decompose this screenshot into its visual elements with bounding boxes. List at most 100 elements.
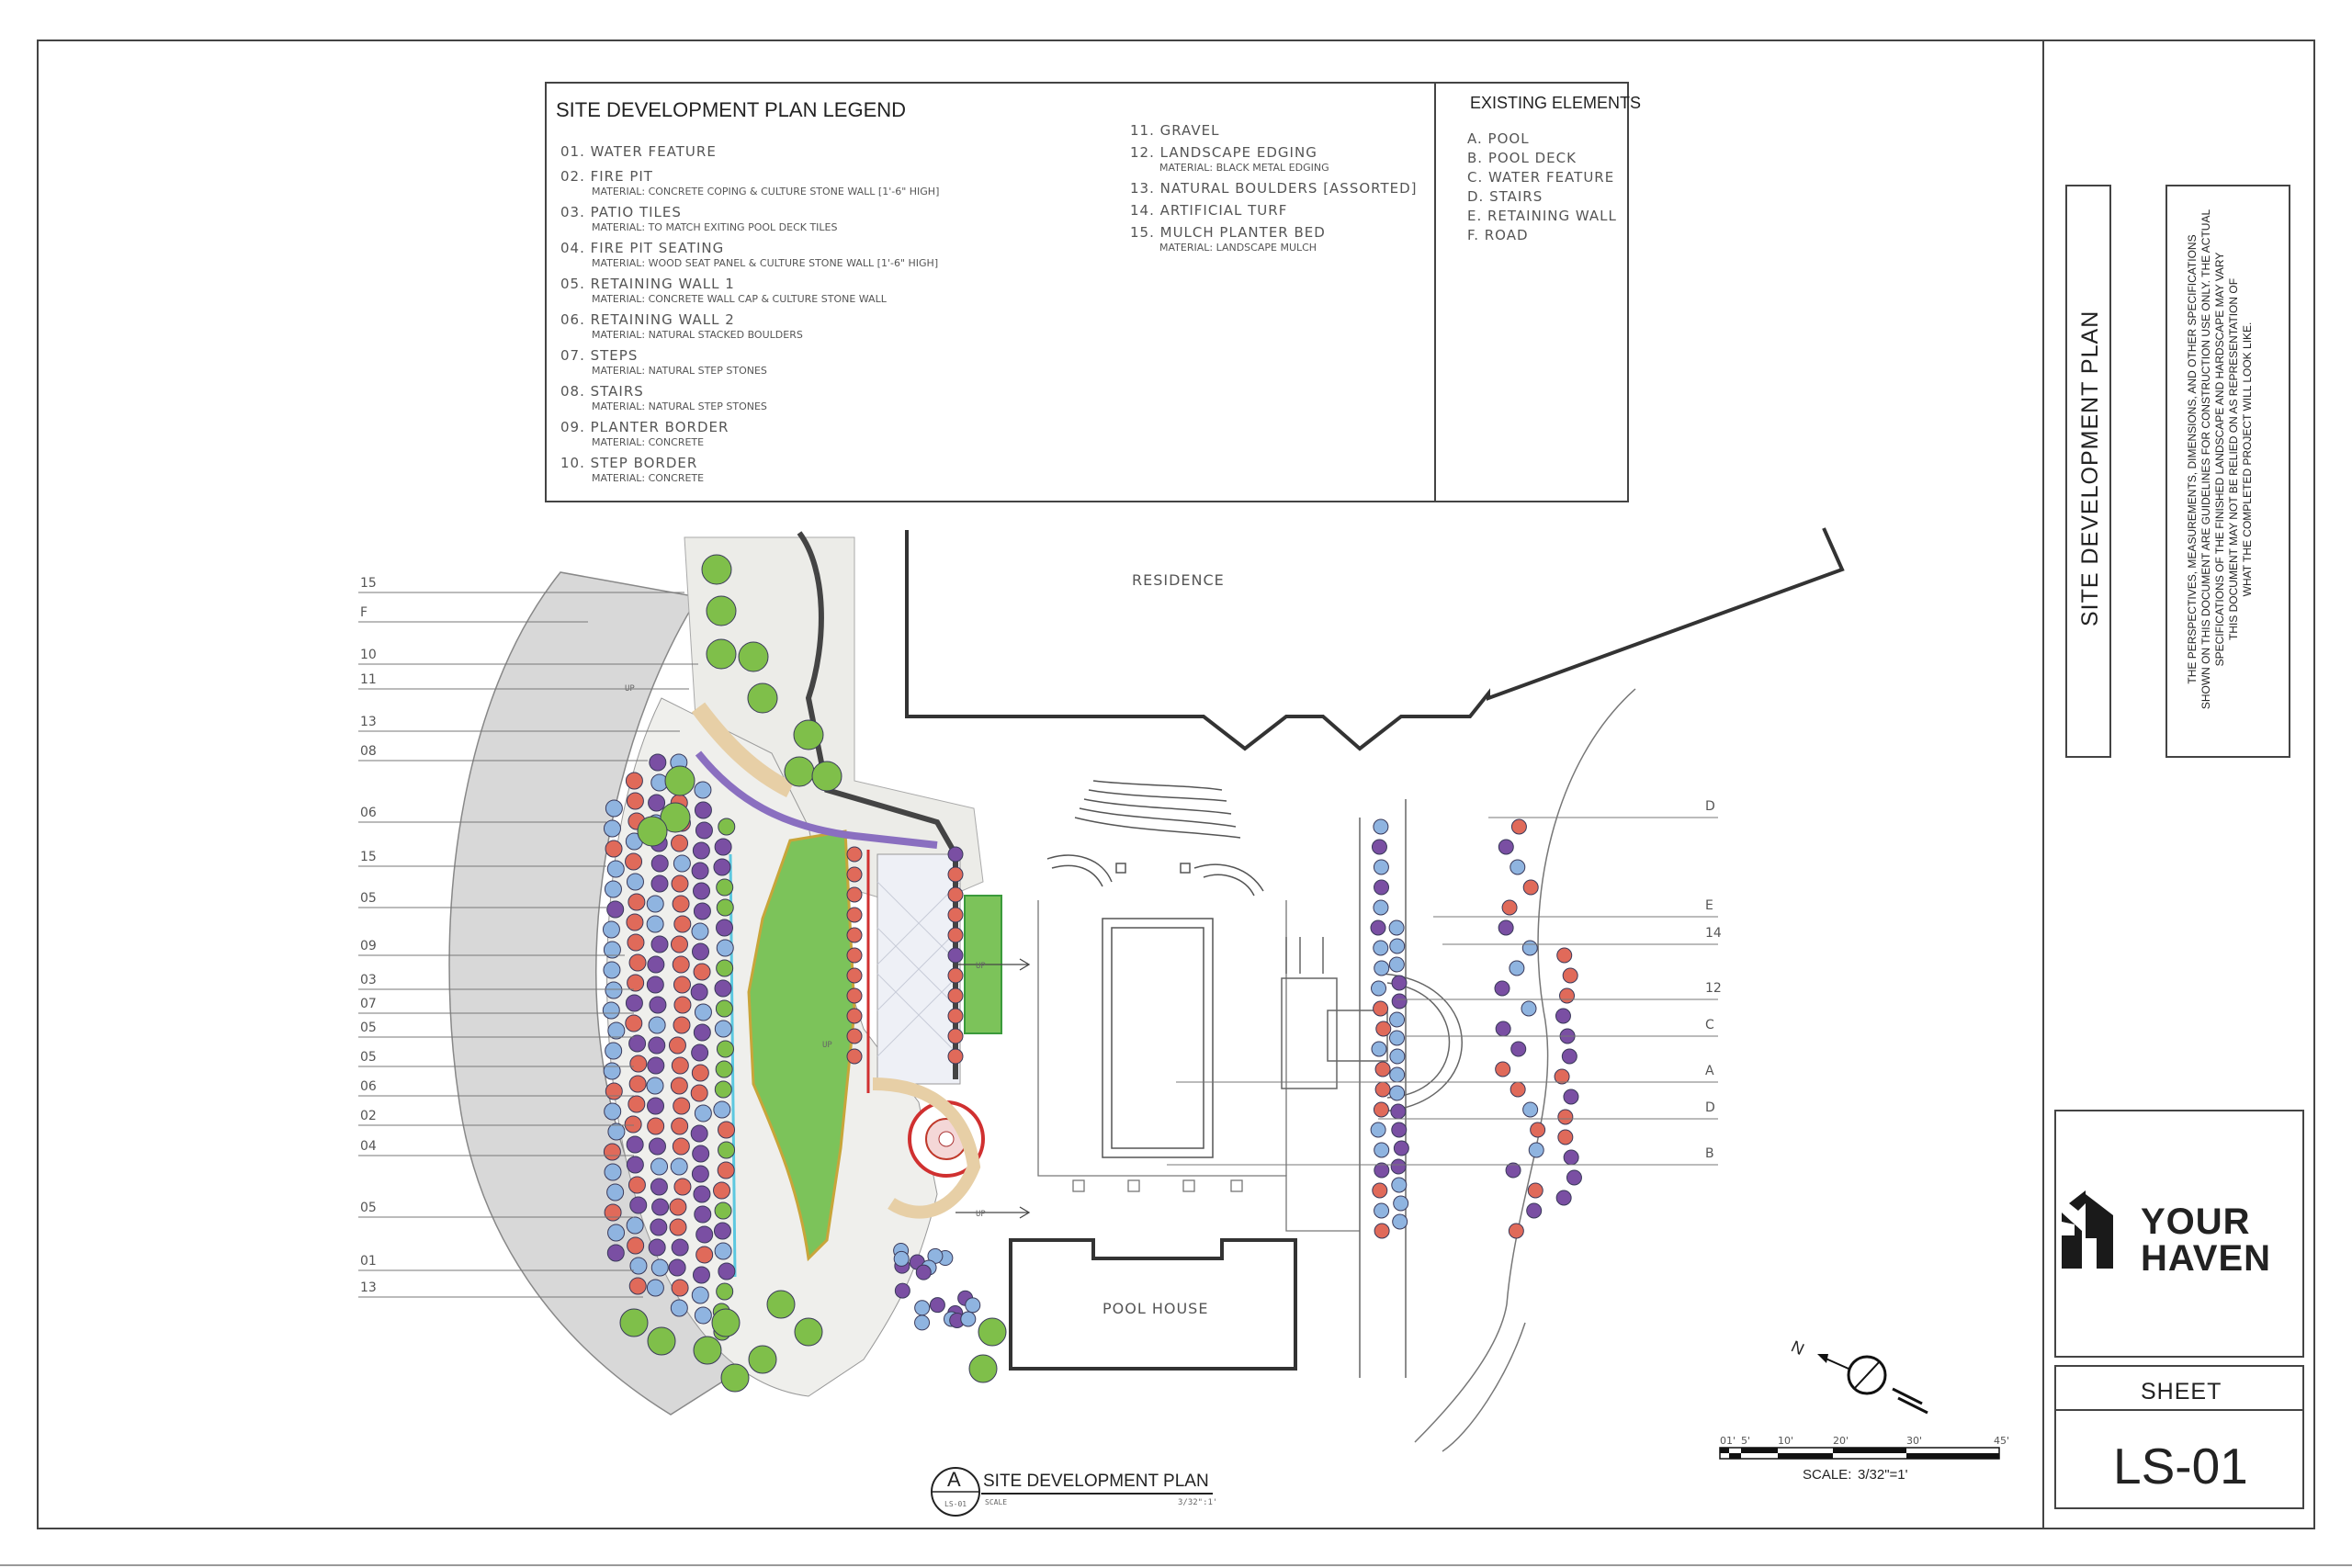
road-area: [448, 571, 774, 1416]
legend-item-material: MATERIAL: NATURAL STEP STONES: [592, 365, 767, 377]
existing-item: B. POOL DECK: [1467, 150, 1577, 166]
plant-symbol: [646, 915, 664, 933]
plant-symbol: [690, 1084, 708, 1102]
plant-symbol: [713, 1181, 731, 1200]
disclaimer-line: THE PERSPECTIVES, MEASUREMENTS, DIMENSIO…: [2186, 234, 2199, 683]
plant-symbol: [646, 976, 664, 994]
plant-symbol: [706, 595, 737, 626]
plant-symbol: [1370, 1122, 1386, 1138]
legend-item-material: MATERIAL: CONCRETE WALL CAP & CULTURE ST…: [592, 293, 888, 305]
plant-symbol: [672, 895, 690, 913]
callout-label: A: [1705, 1064, 1714, 1078]
plant-symbol: [1494, 980, 1510, 997]
plant-symbol: [716, 898, 734, 917]
plant-symbol: [1389, 1066, 1406, 1083]
disclaimer-text: THE PERSPECTIVES, MEASUREMENTS, DIMENSIO…: [2186, 209, 2254, 710]
residence-outline: [905, 527, 1845, 751]
plant-symbol: [605, 981, 623, 999]
plant-symbol: [716, 1040, 734, 1058]
plant-symbol: [605, 840, 623, 858]
plant-symbol: [650, 1157, 669, 1176]
plant-symbol: [629, 1196, 648, 1214]
plant-symbol: [626, 913, 644, 931]
plant-symbol: [714, 1242, 732, 1260]
plant-symbol: [606, 1183, 625, 1201]
legend-item-label: 12. LANDSCAPE EDGING: [1130, 144, 1317, 161]
plant-symbol: [1530, 1122, 1546, 1138]
plant-symbol: [1528, 1142, 1544, 1158]
plant-symbol: [846, 987, 863, 1004]
plant-symbol: [947, 927, 964, 943]
legend-item-label: 06. RETAINING WALL 2: [560, 311, 735, 328]
plant-symbol: [1566, 1169, 1582, 1186]
plant-symbol: [1393, 1195, 1409, 1212]
callout-label: 13: [360, 1280, 377, 1295]
plant-symbol: [1372, 1182, 1388, 1199]
legend-item-material: MATERIAL: BLACK METAL EDGING: [1159, 162, 1329, 174]
scale-tick-label: 20': [1833, 1435, 1849, 1447]
plant-symbol: [691, 1286, 709, 1304]
right-path: [1414, 688, 1636, 1443]
plant-symbol: [718, 818, 736, 836]
retaining-wall-dark: [797, 531, 958, 1079]
plant-symbol: [893, 1250, 910, 1267]
callout-label: 10: [360, 648, 377, 662]
title-block: SITE DEVELOPMENT PLAN THE PERSPECTIVES, …: [2054, 185, 2304, 1509]
plant-symbol: [1498, 919, 1514, 936]
plant-symbol: [1563, 1149, 1579, 1166]
callout-label: 11: [360, 672, 377, 687]
plant-symbol: [672, 1137, 690, 1156]
plant-symbol: [1522, 879, 1539, 896]
plant-symbol: [714, 838, 732, 856]
sheet-label: SHEET: [2141, 1379, 2222, 1404]
plant-symbol: [914, 1314, 931, 1331]
plant-symbol: [693, 1185, 711, 1203]
plant-symbol: [960, 1311, 977, 1327]
plant-symbol: [673, 854, 691, 873]
plant-symbol: [627, 933, 645, 952]
plant-symbol: [1374, 1162, 1390, 1179]
plant-symbol: [846, 907, 863, 923]
plant-symbol: [648, 1036, 666, 1055]
plant-symbol: [1495, 1021, 1511, 1037]
plant-symbol: [628, 1034, 647, 1053]
right-path-edge: [1442, 1322, 1526, 1452]
legend-item-label: 10. STEP BORDER: [560, 455, 697, 471]
plant-symbol: [691, 1165, 709, 1183]
plant-symbol: [1559, 987, 1576, 1004]
plant-symbol: [1563, 1089, 1579, 1105]
plant-symbol: [846, 866, 863, 883]
plant-symbol: [694, 1003, 712, 1021]
plant-symbol: [671, 1238, 689, 1257]
plant-symbol: [650, 1218, 668, 1236]
drawing-scale-word: SCALE: [985, 1498, 1007, 1506]
legend-item-label: 04. FIRE PIT SEATING: [560, 240, 724, 256]
deck-stairs: [1046, 780, 1264, 897]
plant-symbol: [695, 821, 713, 840]
plant-symbol: [604, 880, 622, 898]
plant-symbol: [714, 1201, 732, 1220]
plant-symbol: [793, 719, 824, 750]
plant-symbol: [846, 1008, 863, 1024]
pool-house-label: POOL HOUSE: [1102, 1300, 1208, 1317]
plant-symbol: [1388, 956, 1405, 973]
callout-label: 05: [360, 891, 377, 906]
legend-item-label: 05. RETAINING WALL 1: [560, 276, 735, 292]
plant-symbol: [716, 939, 734, 957]
plant-symbol: [646, 1279, 664, 1297]
plant-symbol: [693, 882, 711, 900]
up-label-2: UP: [976, 1210, 986, 1219]
plant-symbol: [766, 1290, 796, 1319]
scale-tick-label: 01': [1720, 1435, 1736, 1447]
plant-symbol: [605, 1082, 623, 1100]
plant-symbol: [784, 756, 815, 787]
plant-symbol: [673, 1016, 691, 1034]
plant-symbol: [720, 1363, 750, 1393]
plant-symbol: [626, 1216, 644, 1235]
callout-label: 05: [360, 1021, 377, 1035]
plant-symbol: [604, 1102, 622, 1121]
plant-symbol: [650, 1258, 669, 1277]
plant-symbol: [846, 947, 863, 964]
